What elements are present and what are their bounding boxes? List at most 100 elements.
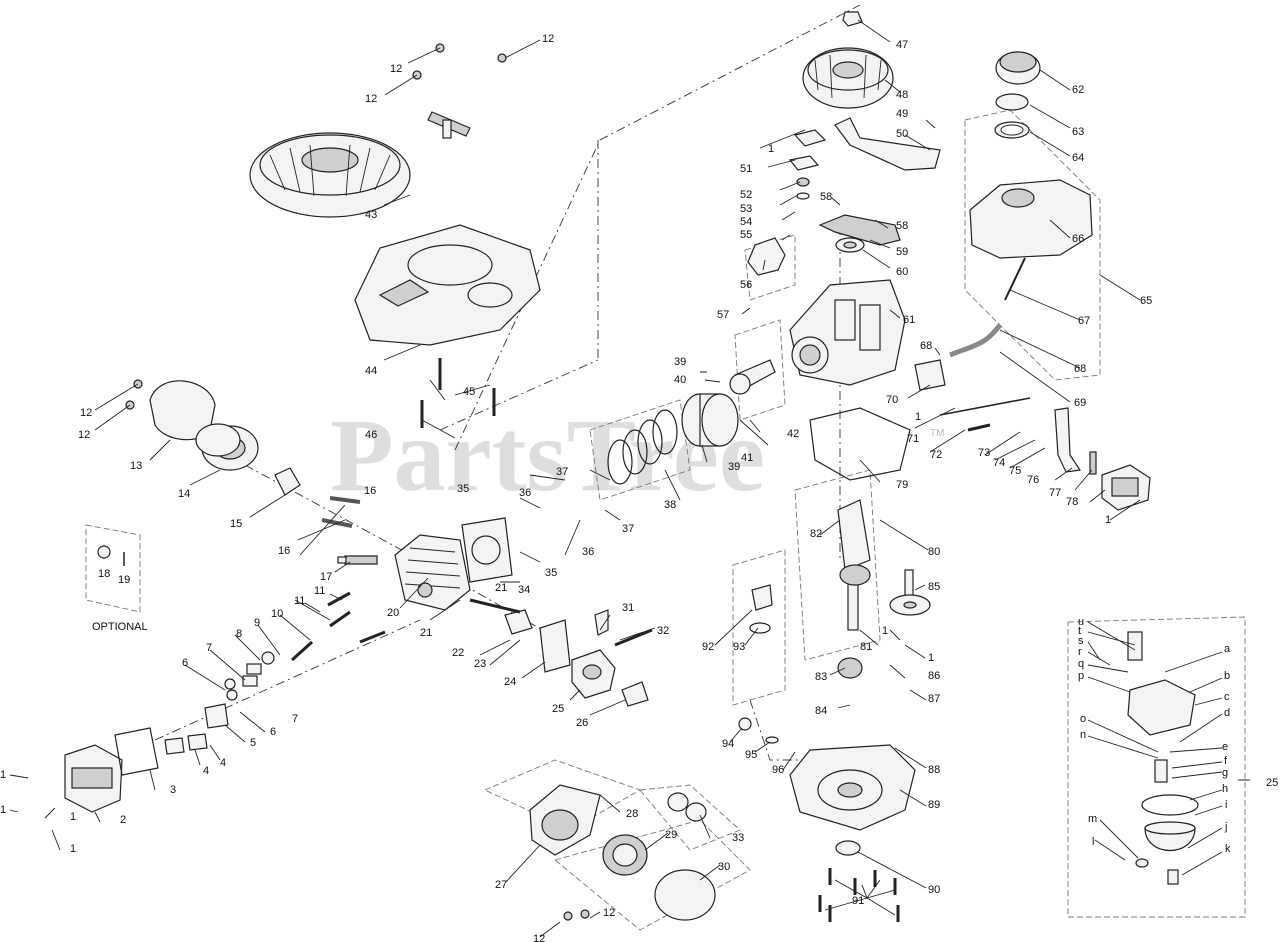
- head-gasket[interactable]: [461, 517, 513, 583]
- callout-1: 1: [928, 652, 934, 664]
- callout-37: 37: [556, 466, 568, 478]
- engine-sump[interactable]: [789, 744, 916, 831]
- cylinder-block[interactable]: [789, 279, 906, 386]
- callout-65: 65: [1140, 295, 1152, 307]
- intake-manifold[interactable]: [469, 598, 533, 635]
- rocker-plates[interactable]: [164, 703, 229, 755]
- governor-gear[interactable]: [837, 657, 863, 679]
- crankcase-gasket[interactable]: [809, 407, 911, 481]
- camshaft[interactable]: [889, 569, 931, 616]
- valve-cover-gasket[interactable]: [114, 727, 159, 776]
- carburetor-insulator[interactable]: [621, 681, 649, 707]
- drain-plug[interactable]: [738, 717, 779, 744]
- callout-12: 12: [80, 407, 92, 419]
- callout-87: 87: [928, 693, 940, 705]
- callout-1: 1: [0, 769, 6, 781]
- carburetor[interactable]: [571, 649, 616, 699]
- starter-handle[interactable]: [427, 111, 471, 139]
- piston[interactable]: [681, 393, 739, 447]
- fasteners[interactable]: [125, 43, 590, 921]
- callout-21: 21: [420, 627, 432, 639]
- callout-2: 2: [120, 814, 126, 826]
- callout-letter-i: i: [1225, 799, 1227, 811]
- callout-12: 12: [390, 63, 402, 75]
- callout-12: 12: [542, 33, 554, 45]
- ignition-coil[interactable]: [834, 117, 941, 171]
- fuel-cap[interactable]: [995, 51, 1041, 85]
- callout-69: 69: [1074, 397, 1086, 409]
- sump-bolts[interactable]: [818, 868, 900, 922]
- callout-53: 53: [740, 203, 752, 215]
- callout-55: 55: [740, 229, 752, 241]
- callout-13: 13: [130, 460, 142, 472]
- air-filter-gasket[interactable]: [274, 467, 301, 496]
- carburetor-detail-inset[interactable]: [1127, 631, 1199, 885]
- callout-23: 23: [474, 658, 486, 670]
- callout-30: 30: [718, 861, 730, 873]
- callout-letter-n: n: [1080, 729, 1086, 741]
- callout-37: 37: [622, 523, 634, 535]
- callout-68: 68: [920, 340, 932, 352]
- valve-cover[interactable]: [64, 744, 123, 813]
- callout-84: 84: [815, 705, 827, 717]
- flywheel-nut[interactable]: [842, 11, 863, 27]
- callout-70: 70: [886, 394, 898, 406]
- callout-81: 81: [860, 641, 872, 653]
- optional-label: OPTIONAL: [92, 621, 148, 633]
- brake-plate[interactable]: [818, 214, 901, 246]
- fuel-tank[interactable]: [969, 179, 1093, 301]
- oil-sensor[interactable]: [749, 584, 773, 634]
- callout-4: 4: [220, 757, 226, 769]
- callout-82: 82: [810, 528, 822, 540]
- callout-50: 50: [896, 128, 908, 140]
- valve-cover-plate[interactable]: [788, 129, 827, 200]
- callout-1: 1: [915, 411, 921, 423]
- callout-letter-m: m: [1088, 813, 1097, 825]
- connecting-rod[interactable]: [729, 359, 776, 395]
- valve-train[interactable]: [224, 591, 386, 701]
- air-filter-cover[interactable]: [149, 380, 216, 441]
- callout-5: 5: [250, 737, 256, 749]
- callout-1: 1: [882, 625, 888, 637]
- drive-pulley[interactable]: [602, 834, 648, 876]
- callout-94: 94: [722, 738, 734, 750]
- callout-31: 31: [622, 602, 634, 614]
- blower-housing[interactable]: [354, 224, 541, 346]
- callout-11: 11: [314, 585, 325, 597]
- callout-57: 57: [717, 309, 729, 321]
- callout-33: 33: [732, 832, 744, 844]
- fan-housing[interactable]: [529, 784, 601, 856]
- crankshaft[interactable]: [837, 499, 871, 631]
- callout-1: 1: [70, 843, 76, 855]
- governor-bracket[interactable]: [747, 237, 786, 276]
- callout-61: 61: [903, 314, 915, 326]
- throttle-bracket[interactable]: [914, 359, 946, 391]
- pulley-cover[interactable]: [654, 869, 716, 921]
- leader-lines: [9, 19, 1250, 938]
- fuel-cap-gaskets[interactable]: [994, 93, 1030, 139]
- optional-parts[interactable]: [97, 545, 125, 566]
- fuel-line[interactable]: [594, 609, 653, 647]
- spark-plug[interactable]: [337, 555, 378, 565]
- callout-64: 64: [1072, 152, 1084, 164]
- callout-60: 60: [896, 266, 908, 278]
- callout-77: 77: [1049, 487, 1061, 499]
- breather-hose[interactable]: [949, 323, 1002, 358]
- recoil-starter[interactable]: [249, 132, 411, 218]
- air-filter[interactable]: [195, 423, 259, 471]
- callout-35: 35: [545, 567, 557, 579]
- governor-linkage[interactable]: [939, 397, 1097, 475]
- callout-letter-j: j: [1224, 821, 1227, 833]
- cylinder-head[interactable]: [394, 534, 471, 611]
- callout-68: 68: [1074, 363, 1086, 375]
- sump-seal[interactable]: [835, 840, 861, 856]
- callout-45: 45: [463, 386, 475, 398]
- breather-filter[interactable]: [1101, 464, 1151, 511]
- oil-seal[interactable]: [835, 237, 865, 253]
- piston-rings[interactable]: [607, 409, 678, 485]
- callout-29: 29: [665, 829, 677, 841]
- flywheel[interactable]: [802, 47, 894, 109]
- heat-shield[interactable]: [539, 619, 571, 673]
- callout-7: 7: [292, 713, 298, 725]
- callout-3: 3: [170, 784, 176, 796]
